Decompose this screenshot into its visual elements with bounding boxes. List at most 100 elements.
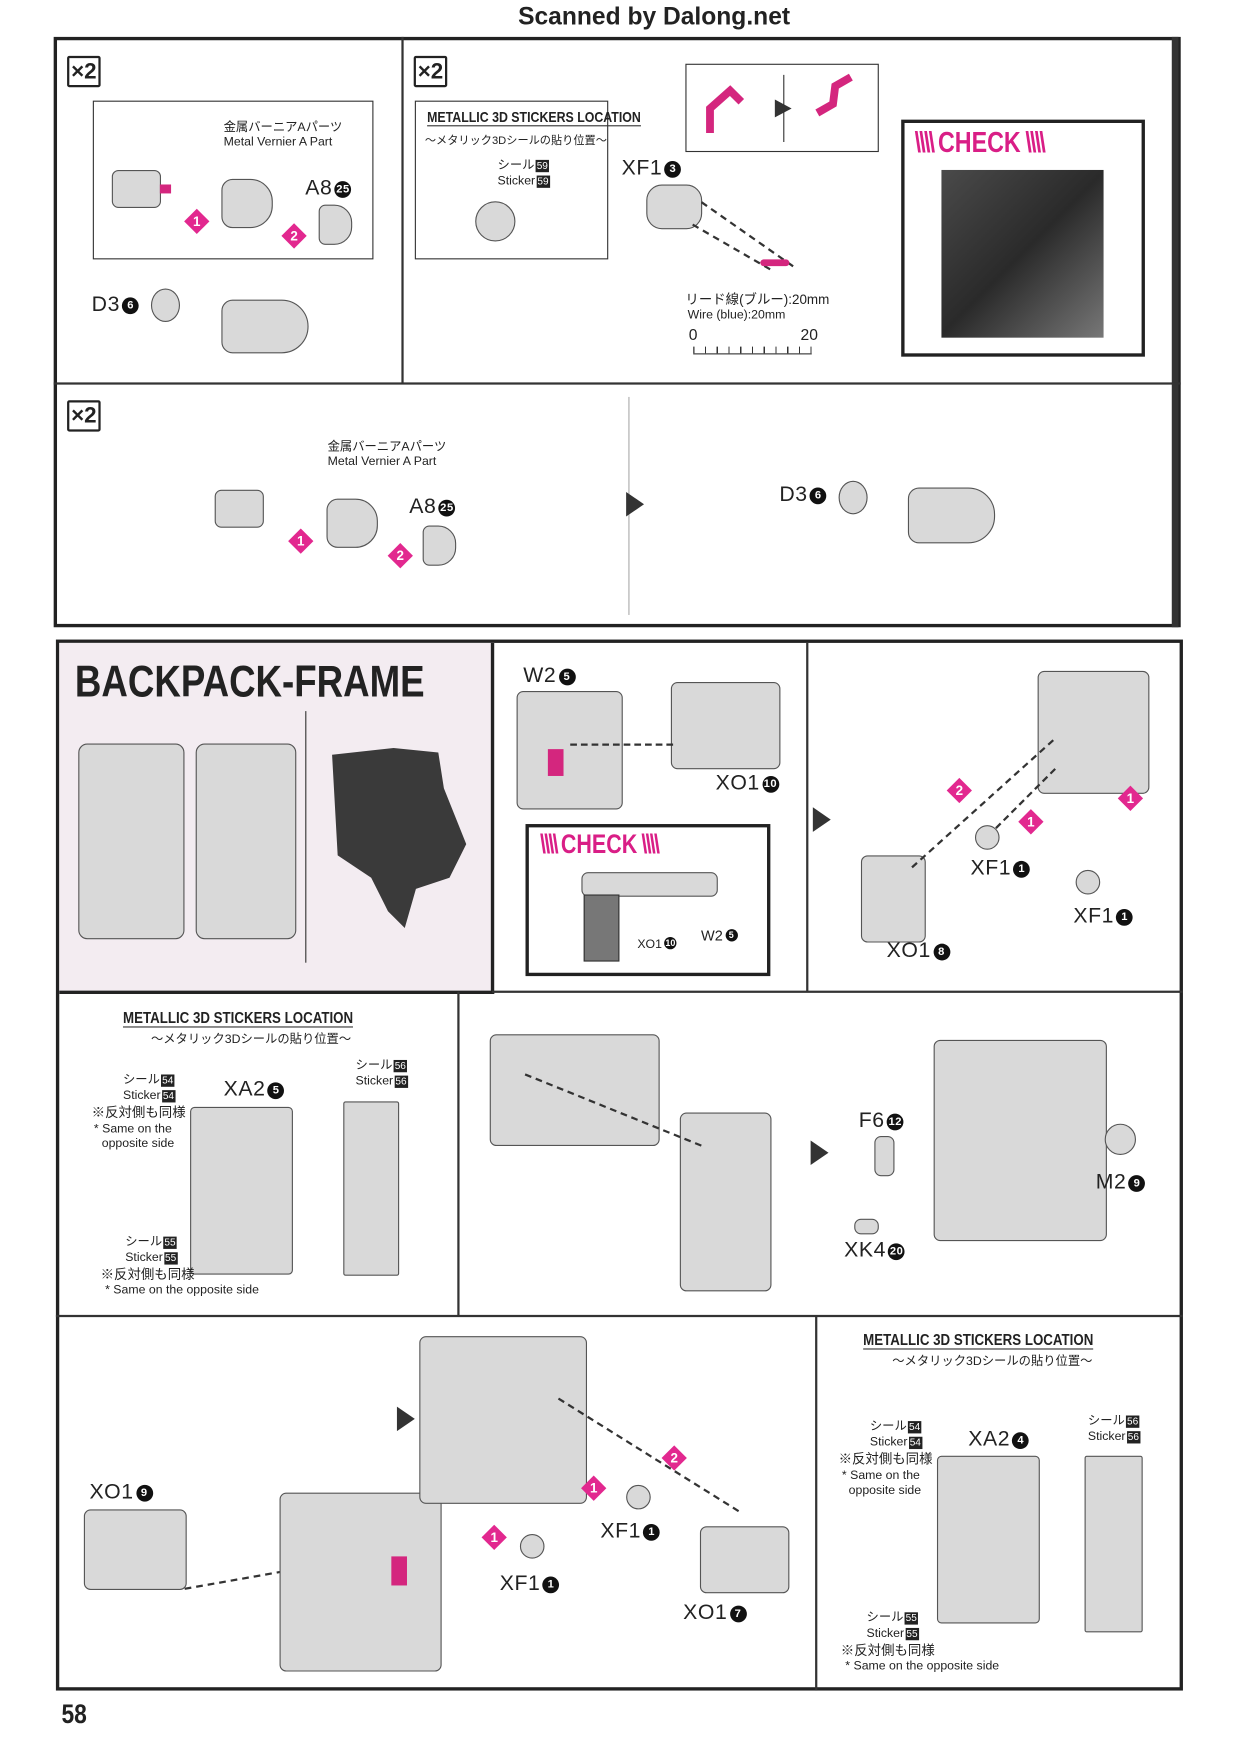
vernier-assembly xyxy=(221,299,309,354)
d3-part xyxy=(838,480,868,515)
xf1-part xyxy=(1075,869,1101,895)
quantity-badge: ×2 xyxy=(67,400,101,432)
scale-end: 20 xyxy=(800,325,818,344)
stickers-subtitle: 〜メタリック3Dシールの貼り位置〜 xyxy=(892,1355,1093,1369)
step-2-badge: 2 xyxy=(281,223,307,249)
wire-label-en: Wire (blue):20mm xyxy=(687,308,786,323)
vernier-section xyxy=(53,36,1181,628)
xo1-9-part xyxy=(83,1509,187,1590)
m2-gauge-part xyxy=(1104,1123,1136,1155)
step-2-badge: 2 xyxy=(661,1445,687,1471)
frame-shadow xyxy=(1171,36,1179,628)
check-heading: \\\\ CHECK \\\\ xyxy=(914,125,1046,159)
step-1-badge: 1 xyxy=(184,208,210,235)
quantity-badge: ×2 xyxy=(67,55,101,88)
peg-highlight xyxy=(391,1556,407,1586)
assembled-frame xyxy=(581,872,718,897)
step-1-badge: 1 xyxy=(288,528,314,554)
vernier-label-en: Metal Vernier A Part xyxy=(223,135,333,149)
check-box xyxy=(525,824,771,977)
vernier-base-part xyxy=(111,169,162,208)
divider xyxy=(305,711,307,963)
assembly-guide xyxy=(570,743,674,746)
step-2-badge: 2 xyxy=(387,543,413,569)
stickers-title: METALLIC 3D STICKERS LOCATION xyxy=(863,1330,1094,1350)
next-arrow-icon xyxy=(774,99,792,118)
xo1-7-part xyxy=(699,1526,790,1594)
step-2-badge: 2 xyxy=(946,777,972,804)
frame-assembly xyxy=(489,1034,660,1147)
wire-bent-icon xyxy=(815,73,853,117)
next-step-arrow xyxy=(812,807,831,832)
frame-rail-part xyxy=(343,1101,400,1276)
vernier-base-part xyxy=(214,489,264,528)
step-1-badge: 1 xyxy=(581,1475,607,1501)
wire-straight-icon xyxy=(706,85,745,134)
same-note-jp: ※反対側も同様 xyxy=(840,1642,935,1659)
frame-assembly xyxy=(933,1039,1107,1242)
stickers-title: METALLIC 3D STICKERS LOCATION xyxy=(427,108,641,127)
divider xyxy=(491,990,1183,993)
same-note-jp: ※反対側も同様 xyxy=(91,1104,186,1121)
xo1-8-part xyxy=(860,855,926,943)
section-title: BACKPACK-FRAME xyxy=(74,657,425,707)
backpack-frame-section xyxy=(55,639,1183,1691)
mm-scale-ruler xyxy=(693,346,812,355)
divider xyxy=(815,1316,818,1691)
same-note-en-2: opposite side xyxy=(848,1483,922,1498)
wire-label-jp: リード線(ブルー):20mm xyxy=(685,291,830,308)
peg-highlight xyxy=(547,749,564,776)
divider xyxy=(806,642,809,992)
backpack-frame-right-view xyxy=(195,743,297,940)
wire-bend-diagram xyxy=(706,73,853,142)
stickers-title: METALLIC 3D STICKERS LOCATION xyxy=(122,1008,354,1028)
wire-part xyxy=(760,259,790,267)
stickers-subtitle: 〜メタリック3Dシールの貼り位置〜 xyxy=(150,1033,352,1047)
frame-rail-part xyxy=(1084,1455,1143,1633)
same-note-en: * Same on the opposite side xyxy=(105,1283,259,1297)
frame-assembly xyxy=(419,1336,588,1504)
xa2-part xyxy=(190,1106,293,1275)
silhouette-icon xyxy=(332,748,467,929)
page-number: 58 xyxy=(61,1699,87,1730)
next-step-arrow xyxy=(626,491,645,517)
same-note-en-1: * Same on the xyxy=(841,1469,920,1483)
vernier-label-en: Metal Vernier A Part xyxy=(327,455,437,469)
xf1-part xyxy=(974,825,1000,850)
xa2-part xyxy=(936,1455,1040,1624)
frame-assembly xyxy=(1037,670,1150,794)
peg-highlight xyxy=(159,184,172,194)
a8-part xyxy=(318,204,353,245)
frame-assembly xyxy=(279,1492,442,1672)
same-note-en-1: * Same on the xyxy=(93,1122,172,1136)
w2-highlight xyxy=(583,894,620,962)
xf1-part xyxy=(626,1484,651,1510)
divider xyxy=(401,36,404,384)
backpack-frame-left-view xyxy=(78,743,185,940)
scan-credit: Scanned by Dalong.net xyxy=(518,2,791,31)
xk4-part xyxy=(854,1218,879,1235)
a8-part xyxy=(422,525,457,566)
step-1-badge: 1 xyxy=(1117,785,1144,811)
